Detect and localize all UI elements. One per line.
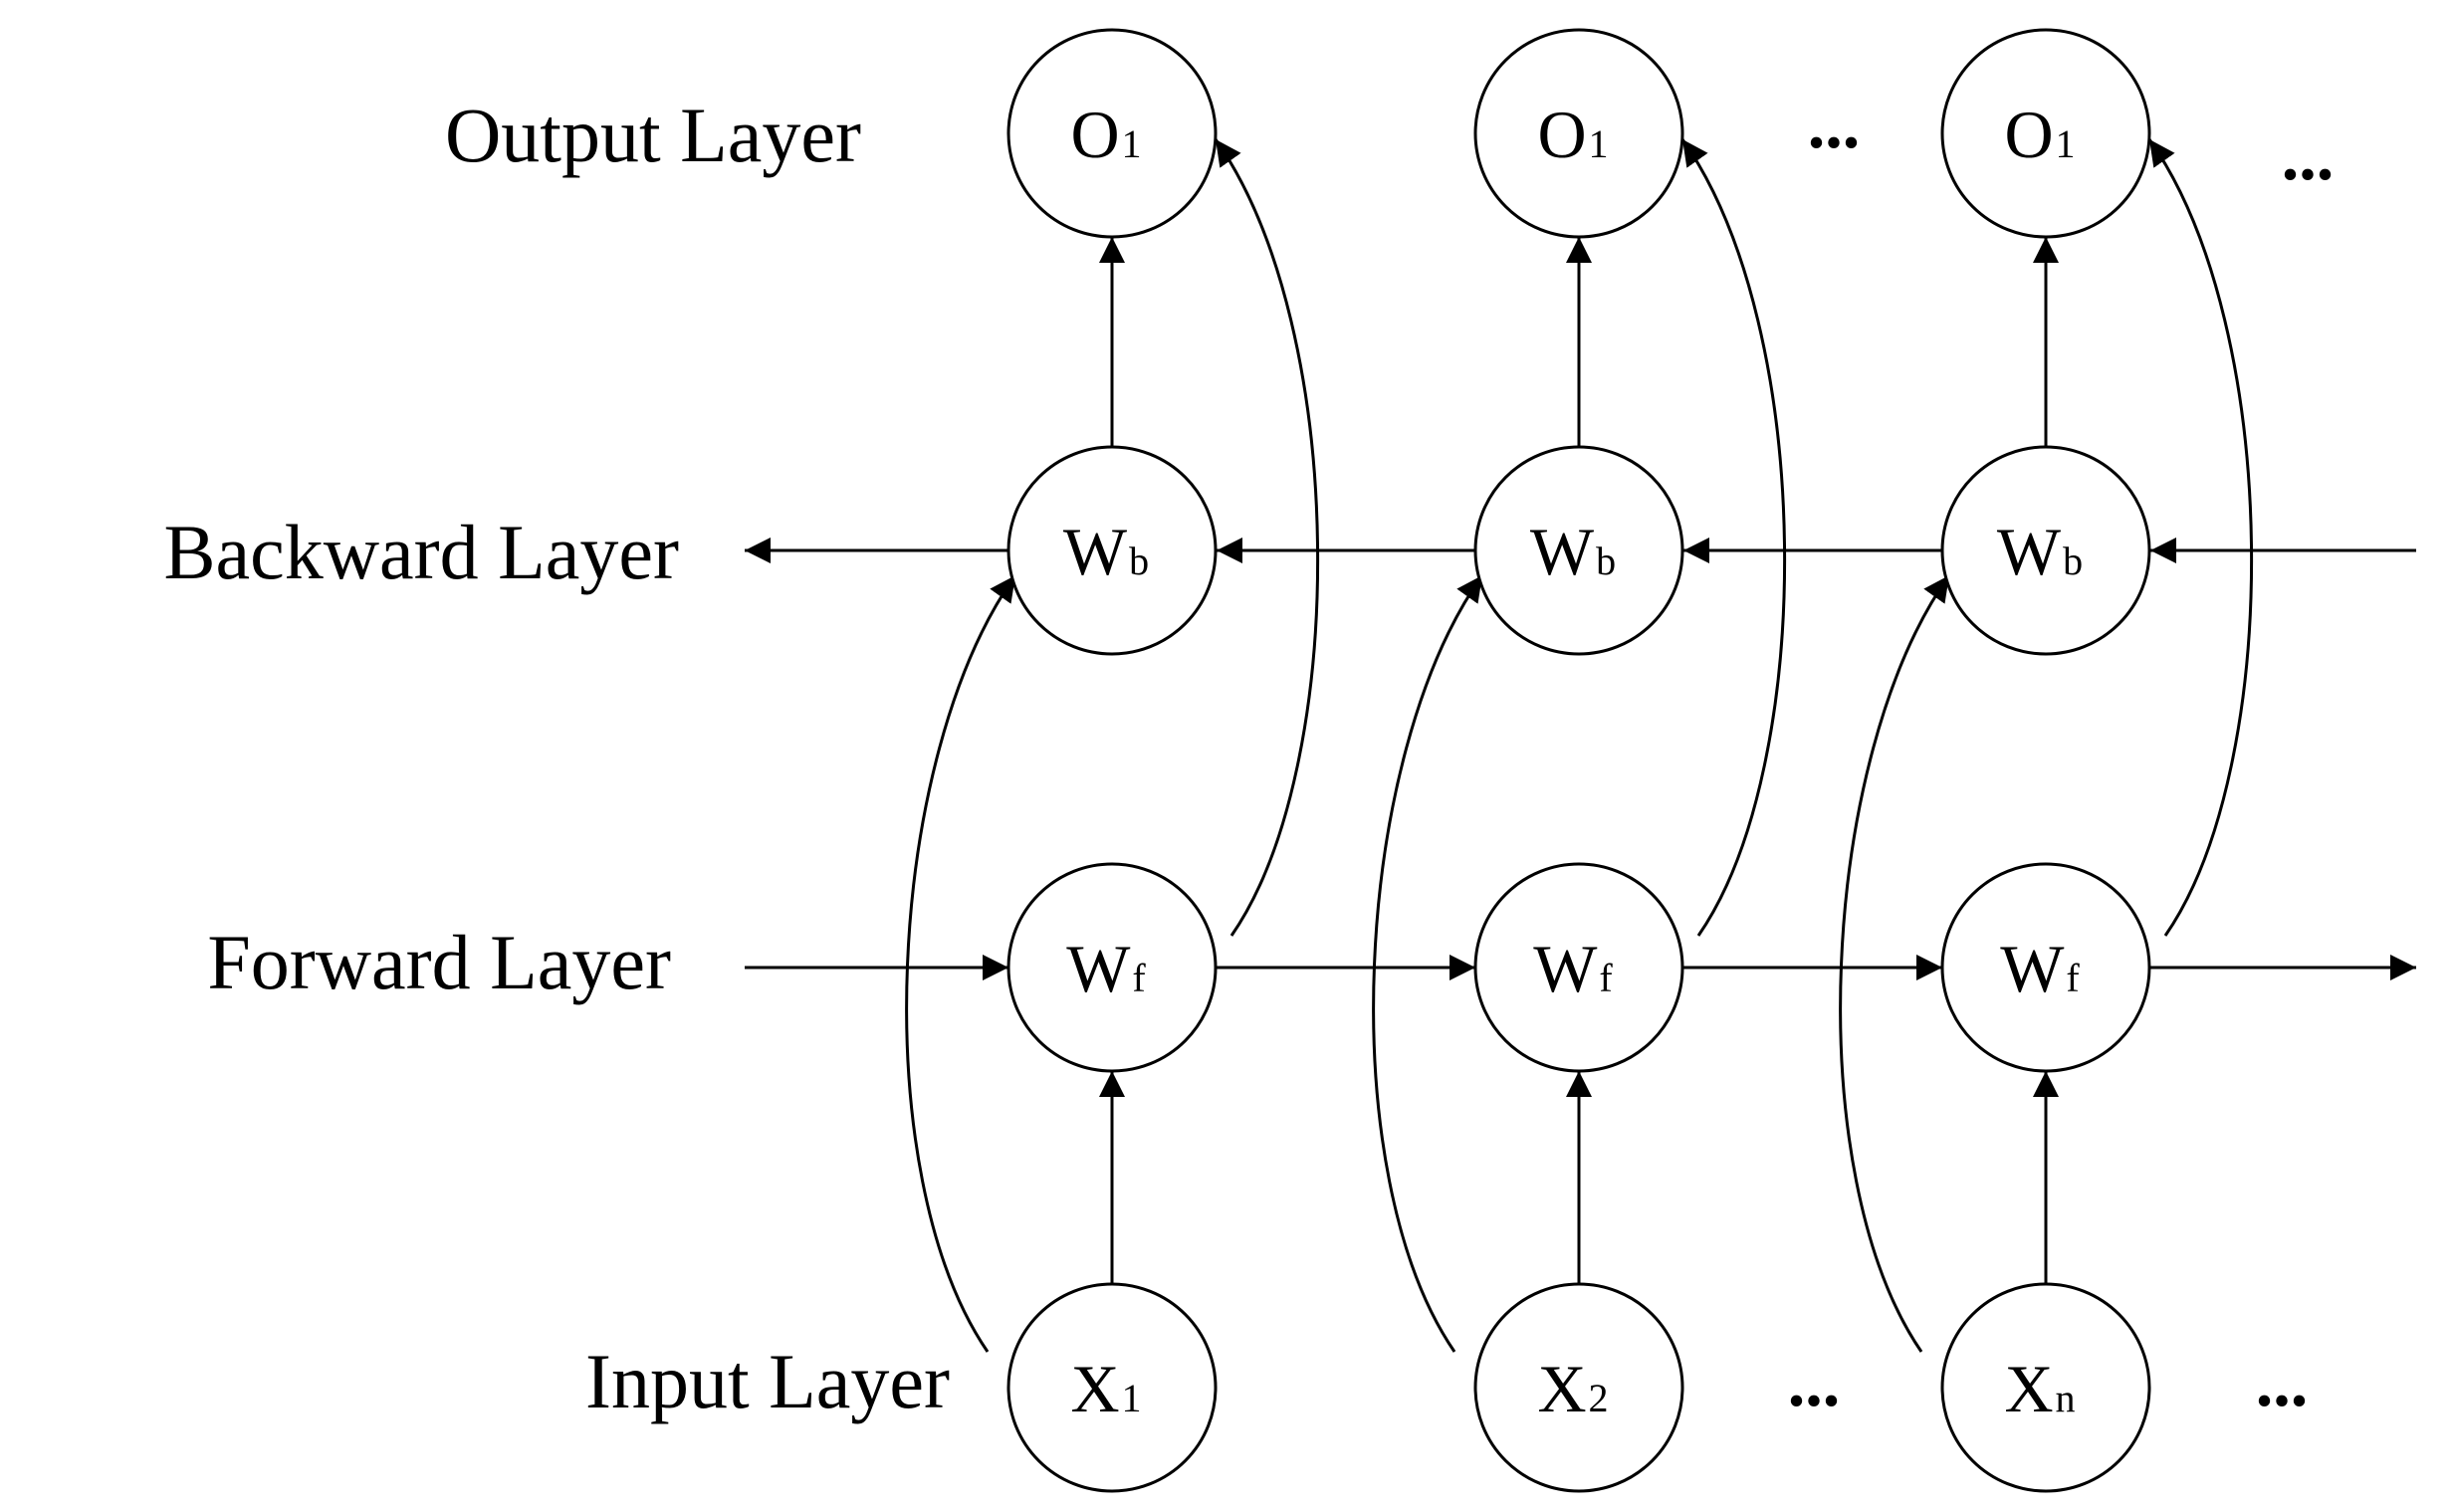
output-node-sub: 1	[2056, 121, 2076, 166]
input-node-label: Xn	[2004, 1351, 2075, 1426]
output-node-sub: 1	[1122, 121, 1142, 166]
input-node-1: X1	[1006, 1282, 1218, 1493]
input-node-label: X2	[1537, 1351, 1608, 1426]
forward3-to-output3-curve	[2147, 138, 2253, 937]
output-node-1: O1	[1006, 28, 1218, 239]
forward2-to-output2-curve	[1680, 138, 1786, 937]
input-node-3: Xn	[1940, 1282, 2151, 1493]
input-ellipsis-1: ...	[1788, 1345, 1841, 1421]
input-layer-label: Input Layer	[585, 1338, 950, 1424]
backward-node-circle	[1006, 445, 1218, 656]
backward-node-sub: b	[1596, 539, 1616, 583]
forward-node-label: Wf	[1066, 931, 1146, 1006]
backward-node-label: Wb	[1997, 514, 2083, 589]
backward-layer-label: Backward Layer	[163, 509, 679, 595]
input-node-circle	[1940, 1282, 2151, 1493]
forward-node-circle	[1473, 862, 1684, 1073]
input-node-main: X	[2004, 1351, 2053, 1426]
output-ellipsis-1: ...	[1808, 87, 1861, 163]
input-node-label: X1	[1070, 1351, 1141, 1426]
output-node-2: O1	[1473, 28, 1684, 239]
output-node-main: O	[1537, 97, 1586, 172]
output-node-label: O1	[1070, 97, 1141, 172]
input2-to-backward2-curve	[1372, 574, 1484, 1353]
connections	[745, 138, 2416, 1353]
forward-node-circle	[1006, 862, 1218, 1073]
input3-to-backward3-curve	[1839, 574, 1951, 1353]
forward-node-1: Wf	[1006, 862, 1218, 1073]
output-node-sub: 1	[1589, 121, 1609, 166]
input-node-circle	[1473, 1282, 1684, 1493]
output-node-circle	[1006, 28, 1218, 239]
backward-node-3: Wb	[1940, 445, 2151, 656]
forward-node-label: Wf	[1533, 931, 1613, 1006]
backward-node-sub: b	[1129, 539, 1149, 583]
input-ellipsis-2: ...	[2256, 1345, 2309, 1421]
backward-node-circle	[1473, 445, 1684, 656]
forward-layer-label: Forward Layer	[207, 919, 671, 1005]
output-node-label: O1	[1537, 97, 1608, 172]
backward-node-label: Wb	[1063, 514, 1149, 589]
output-node-circle	[1940, 28, 2151, 239]
input-node-main: X	[1537, 1351, 1586, 1426]
backward-node-sub: b	[2063, 539, 2083, 583]
input-node-circle	[1006, 1282, 1218, 1493]
forward-node-main: W	[1066, 931, 1131, 1006]
backward-node-1: Wb	[1006, 445, 1218, 656]
input1-to-backward1-curve	[905, 574, 1017, 1353]
output-ellipsis-2: ...	[2282, 118, 2335, 195]
backward-node-main: W	[1063, 514, 1128, 589]
forward-node-sub: f	[1599, 956, 1613, 1000]
input-node-main: X	[1070, 1351, 1119, 1426]
forward-node-main: W	[2000, 931, 2065, 1006]
output-node-label: O1	[2004, 97, 2075, 172]
input-node-sub: 1	[1122, 1376, 1142, 1420]
forward-node-label: Wf	[2000, 931, 2080, 1006]
forward-node-2: Wf	[1473, 862, 1684, 1073]
input-node-sub: n	[2056, 1376, 2076, 1420]
backward-node-main: W	[1997, 514, 2062, 589]
forward-node-sub: f	[2066, 956, 2080, 1000]
forward-node-3: Wf	[1940, 862, 2151, 1073]
forward-node-main: W	[1533, 931, 1598, 1006]
output-node-main: O	[2004, 97, 2053, 172]
output-node-3: O1	[1940, 28, 2151, 239]
output-layer-label: Output Layer	[445, 92, 861, 178]
output-node-circle	[1473, 28, 1684, 239]
backward-node-main: W	[1530, 514, 1595, 589]
backward-node-circle	[1940, 445, 2151, 656]
output-node-main: O	[1070, 97, 1119, 172]
backward-node-2: Wb	[1473, 445, 1684, 656]
forward1-to-output1-curve	[1214, 138, 1319, 937]
forward-node-circle	[1940, 862, 2151, 1073]
forward-node-sub: f	[1132, 956, 1146, 1000]
backward-node-label: Wb	[1530, 514, 1616, 589]
input-node-2: X2	[1473, 1282, 1684, 1493]
input-node-sub: 2	[1589, 1376, 1609, 1420]
